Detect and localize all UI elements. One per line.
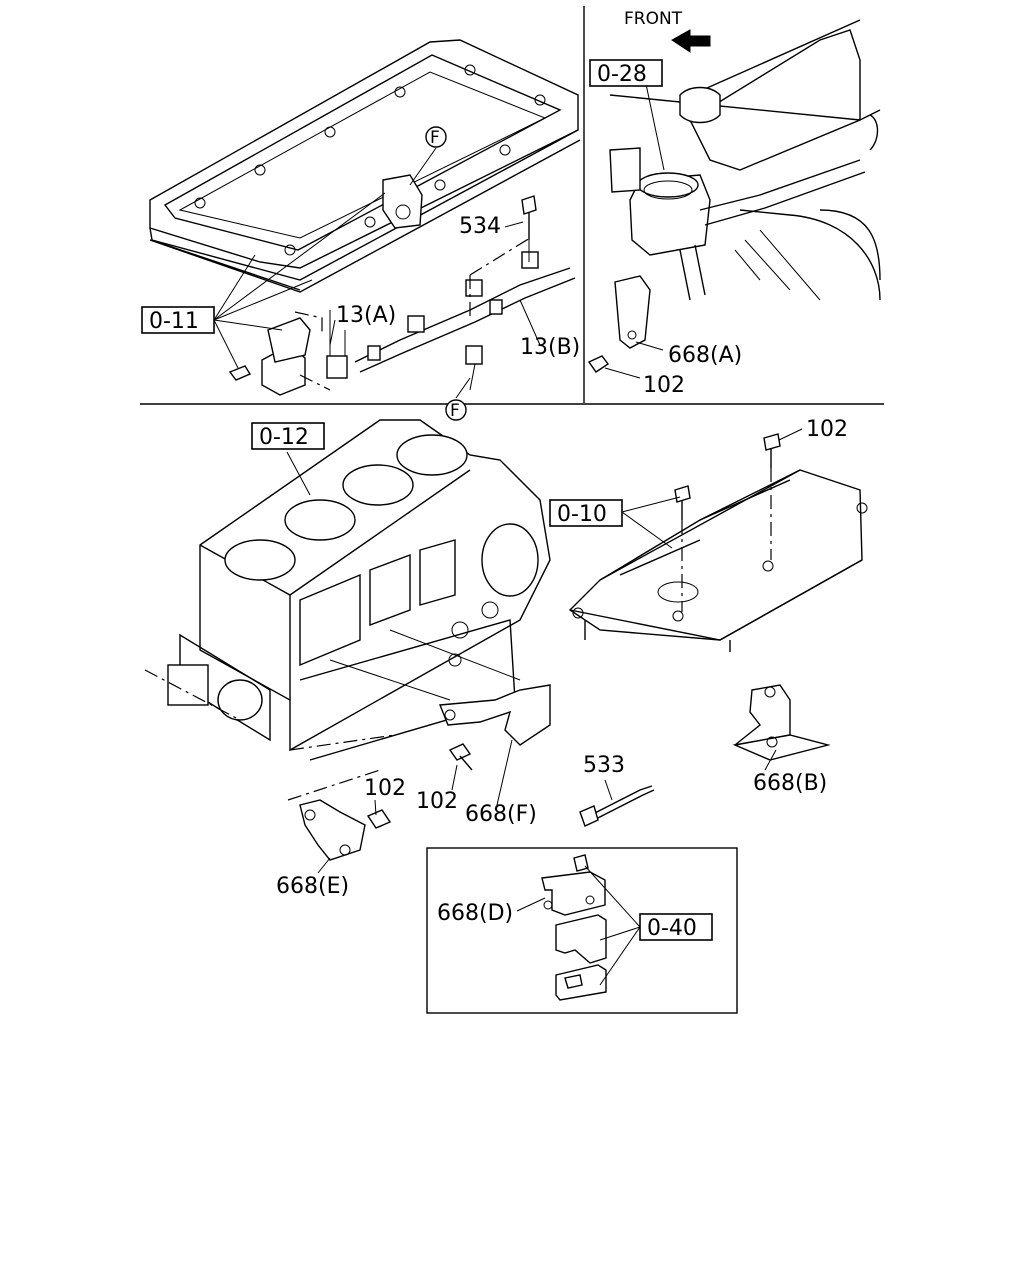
ref-box-0-28 [589,59,663,87]
ref-box-0-10 [549,499,623,527]
cover-plate-drawing [568,433,868,652]
tie-533-drawing [579,785,655,827]
circle-f-top [425,126,447,148]
part-102-left-label: 102 [364,776,406,801]
ref-0-12-label: 0-12 [259,425,309,450]
oil-pan-drawing [149,39,581,293]
part-668f-label: 668(F) [465,802,537,827]
circle-f-bottom [445,399,467,421]
part-102-mid-label: 102 [416,789,458,814]
part-13b-label: 13(B) [520,335,580,360]
front-label: FRONT [624,9,683,29]
engine-block-drawing [144,419,551,761]
part-533-label: 533 [583,753,625,778]
leaders-top-right [604,83,665,379]
leaders-middle [286,428,803,986]
part-102-top-label: 102 [643,373,685,398]
bracket-668a-drawing [587,275,651,373]
part-668d-label: 668(D) [437,901,513,926]
part-534-label: 534 [459,214,501,239]
part-102-right-label: 102 [806,417,848,442]
wiring-harness-drawing [326,237,576,391]
bracket-668e-drawing [287,769,392,861]
front-arrow-icon [671,29,711,53]
ref-box-0-12 [251,422,325,450]
ref-0-28-label: 0-28 [597,62,647,87]
detail-inset-box [426,847,738,1014]
part-668a-label: 668(A) [668,343,742,368]
part-668e-label: 668(E) [276,874,349,899]
ref-0-11-label: 0-11 [149,309,199,334]
part-668b-label: 668(B) [753,771,827,796]
filter-assembly-drawing [609,19,881,301]
ref-0-10-label: 0-10 [557,502,607,527]
circle-f-bottom-label: F [450,401,460,421]
leaders-top-left [213,147,541,399]
ref-box-0-11 [141,306,215,334]
ref-box-0-40 [639,913,713,941]
bracket-668b-drawing [732,684,831,761]
bolt-534-drawing [521,195,537,262]
ref-0-40-label: 0-40 [647,916,697,941]
bracket-668f-drawing [439,684,551,771]
part-13a-label: 13(A) [336,303,396,328]
circle-f-top-label: F [430,128,440,148]
